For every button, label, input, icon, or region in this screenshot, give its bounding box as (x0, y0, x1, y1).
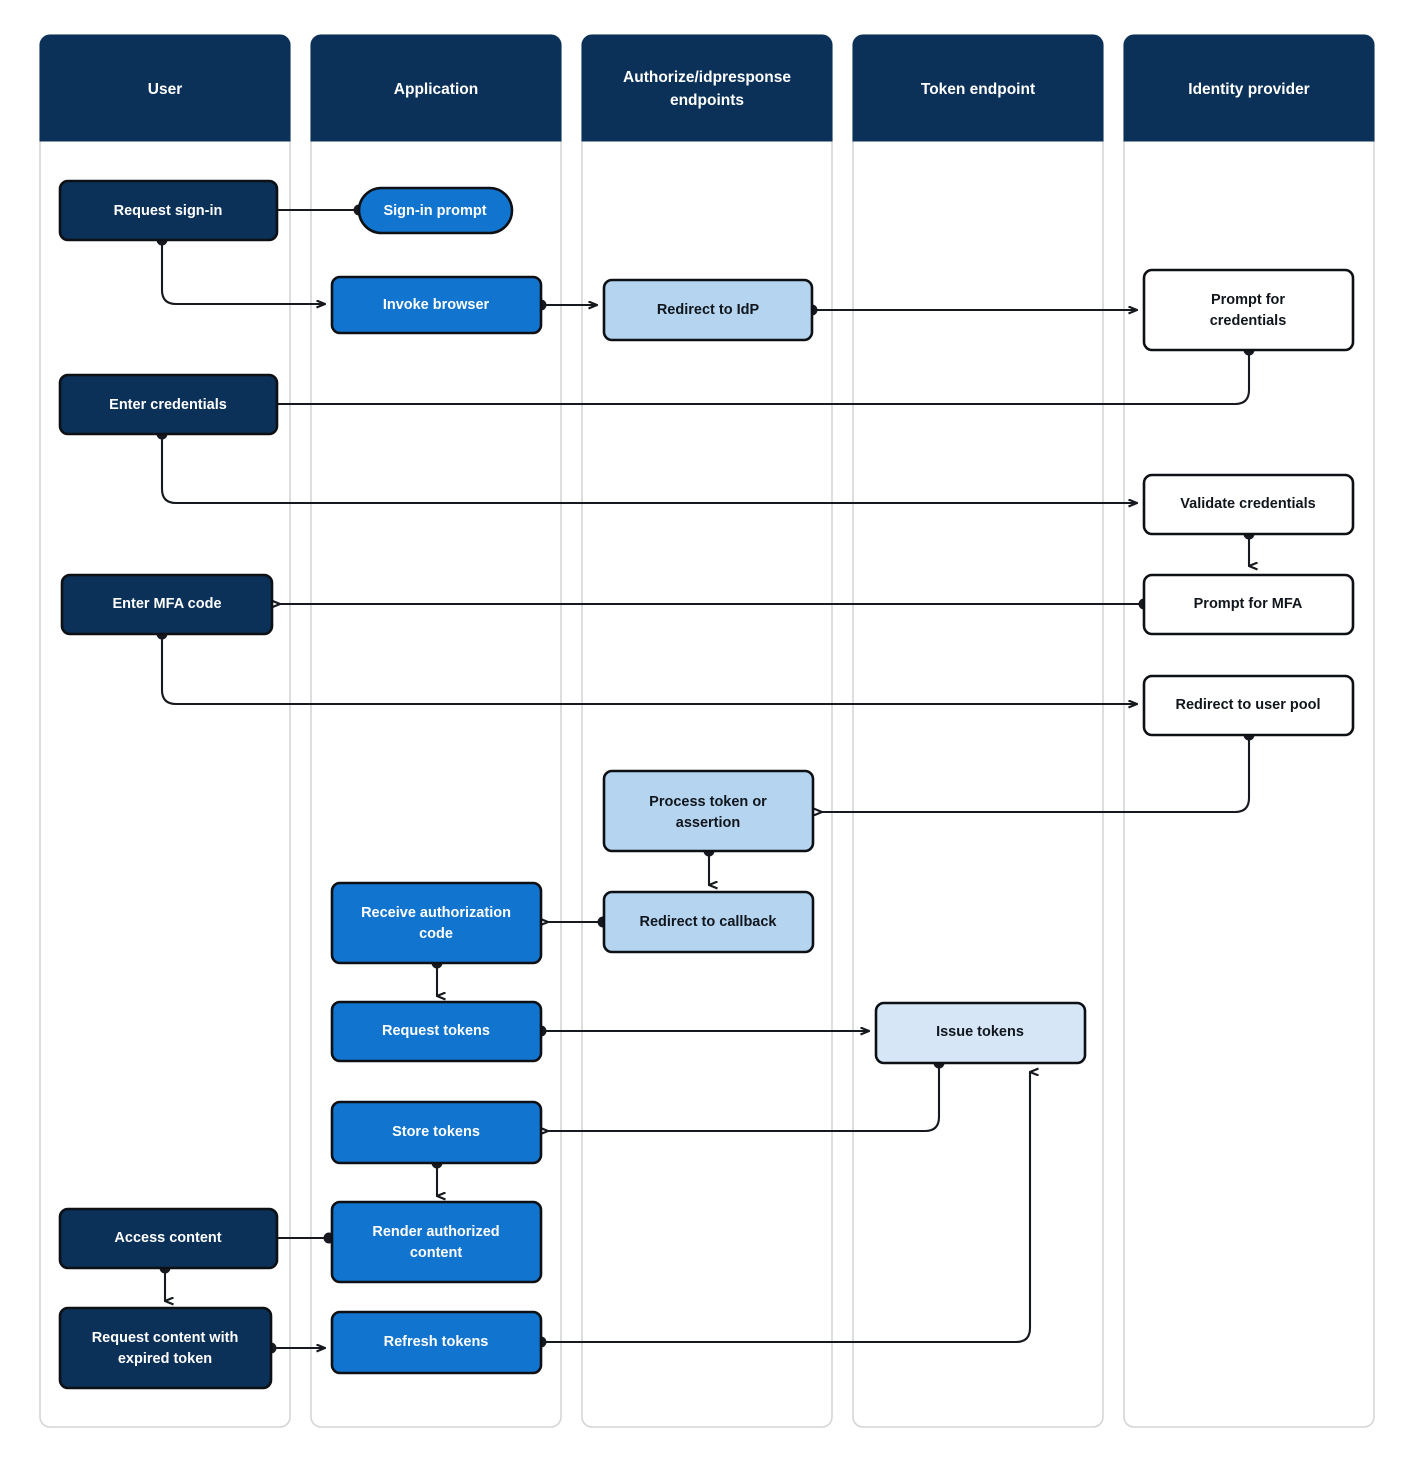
node-sign-in-prompt[interactable]: Sign-in prompt (357, 186, 514, 235)
svg-text:Receive authorization: Receive authorization (361, 905, 511, 921)
lane-title-endpoints-line1: Authorize/idpresponse (623, 69, 791, 86)
svg-text:Request content with: Request content with (92, 1330, 239, 1346)
svg-text:Invoke browser: Invoke browser (383, 297, 490, 313)
svg-text:Redirect to callback: Redirect to callback (640, 914, 778, 930)
svg-text:Issue tokens: Issue tokens (936, 1024, 1024, 1040)
node-refresh-tokens[interactable]: Refresh tokens (330, 1310, 543, 1375)
svg-text:Redirect to user pool: Redirect to user pool (1175, 697, 1320, 713)
node-redirect-to-idp[interactable]: Redirect to IdP (602, 278, 814, 342)
svg-text:Enter MFA code: Enter MFA code (112, 596, 221, 612)
node-process-token-or-assertion[interactable]: Process token or assertion (602, 769, 815, 853)
svg-text:code: code (419, 926, 453, 942)
node-validate-credentials[interactable]: Validate credentials (1142, 473, 1355, 536)
lane-header-idp (1123, 34, 1375, 142)
lane-title-token: Token endpoint (921, 81, 1035, 98)
svg-text:Access content: Access content (114, 1230, 221, 1246)
edge-enter-mfa-code-to-redirect-user-pool (160, 634, 1137, 704)
edge-prompt-credentials-to-enter-credentials (277, 350, 1251, 404)
node-render-authorized-content[interactable]: Render authorized content (330, 1200, 543, 1284)
lane-header-token (852, 34, 1104, 142)
node-receive-authorization-code[interactable]: Receive authorization code (330, 881, 543, 965)
lane-title-endpoints-line2: endpoints (670, 92, 744, 109)
svg-text:Store tokens: Store tokens (392, 1124, 480, 1140)
svg-text:Sign-in prompt: Sign-in prompt (383, 203, 486, 219)
node-prompt-for-credentials[interactable]: Prompt for credentials (1142, 268, 1355, 352)
svg-text:assertion: assertion (676, 815, 740, 831)
edge-refresh-tokens-to-issue-tokens (541, 1072, 1030, 1344)
edge-request-signin-to-invoke-browser (160, 240, 325, 304)
lane-title-user: User (148, 81, 182, 98)
lane-title-idp: Identity provider (1188, 81, 1309, 98)
node-request-content-with-expired-token[interactable]: Request content with expired token (58, 1306, 273, 1390)
node-invoke-browser[interactable]: Invoke browser (330, 275, 543, 335)
node-store-tokens[interactable]: Store tokens (330, 1100, 543, 1165)
node-issue-tokens[interactable]: Issue tokens (874, 1001, 1087, 1065)
svg-text:Validate credentials: Validate credentials (1180, 496, 1315, 512)
svg-text:Request sign-in: Request sign-in (114, 203, 223, 219)
node-enter-credentials[interactable]: Enter credentials (58, 373, 279, 436)
node-enter-mfa-code[interactable]: Enter MFA code (60, 573, 274, 636)
svg-text:content: content (410, 1245, 463, 1261)
svg-text:Request tokens: Request tokens (382, 1023, 490, 1039)
svg-text:Refresh tokens: Refresh tokens (384, 1334, 489, 1350)
svg-text:Process token or: Process token or (649, 794, 767, 810)
edge-redirect-user-pool-to-process-token (822, 735, 1251, 812)
svg-text:Enter credentials: Enter credentials (109, 397, 227, 413)
node-request-tokens[interactable]: Request tokens (330, 1000, 543, 1063)
node-prompt-for-mfa[interactable]: Prompt for MFA (1142, 573, 1355, 636)
svg-text:Prompt for MFA: Prompt for MFA (1194, 596, 1303, 612)
edge-issue-tokens-to-store-tokens (548, 1063, 941, 1131)
svg-text:Render authorized: Render authorized (372, 1224, 499, 1240)
node-request-sign-in[interactable]: Request sign-in (58, 179, 279, 242)
svg-text:Redirect to IdP: Redirect to IdP (657, 302, 760, 318)
lane-header-application (310, 34, 562, 142)
lane-title-application: Application (394, 81, 478, 98)
svg-text:credentials: credentials (1210, 313, 1287, 329)
edge-enter-credentials-to-validate-credentials (160, 434, 1137, 503)
svg-text:Prompt for: Prompt for (1211, 292, 1285, 308)
lane-header-endpoints (581, 34, 833, 142)
node-access-content[interactable]: Access content (58, 1207, 279, 1270)
node-redirect-to-callback[interactable]: Redirect to callback (602, 890, 815, 954)
lane-header-user (39, 34, 291, 142)
svg-text:expired token: expired token (118, 1351, 212, 1367)
node-redirect-to-user-pool[interactable]: Redirect to user pool (1142, 674, 1355, 737)
